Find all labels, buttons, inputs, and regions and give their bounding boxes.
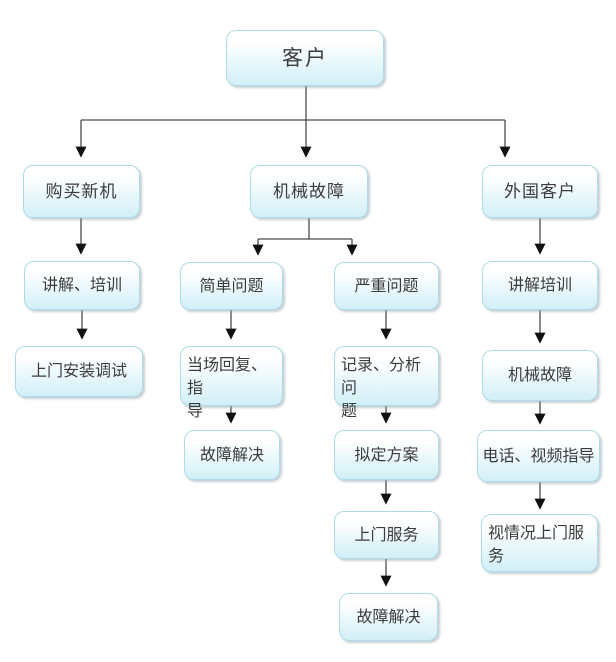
node-buy-new-machine: 购买新机 [23,165,140,218]
node-foreign-customer: 外国客户 [482,165,598,218]
node-record-analyze: 记录、分析问 题 [334,346,439,420]
node-mechanical-fault: 机械故障 [250,165,368,218]
node-fault-solved-2: 故障解决 [339,593,438,641]
node-situational-onsite: 视情况上门服 务 [481,514,598,572]
node-serious-problem: 严重问题 [334,262,439,310]
node-simple-problem: 简单问题 [180,262,283,310]
node-explain-training-2: 讲解培训 [482,261,598,310]
node-explain-training-1: 讲解、培训 [24,261,140,310]
node-phone-video-guide: 电话、视频指导 [477,430,600,482]
node-mechanical-fault-2: 机械故障 [482,350,598,401]
node-make-plan: 拟定方案 [334,430,439,480]
node-customer: 客户 [226,30,384,86]
node-onsite-service: 上门服务 [334,511,439,559]
node-fault-solved-1: 故障解决 [184,430,280,480]
node-onsite-install-debug: 上门安装调试 [15,346,143,397]
node-onspot-reply-guide: 当场回复、指 导 [180,346,283,420]
